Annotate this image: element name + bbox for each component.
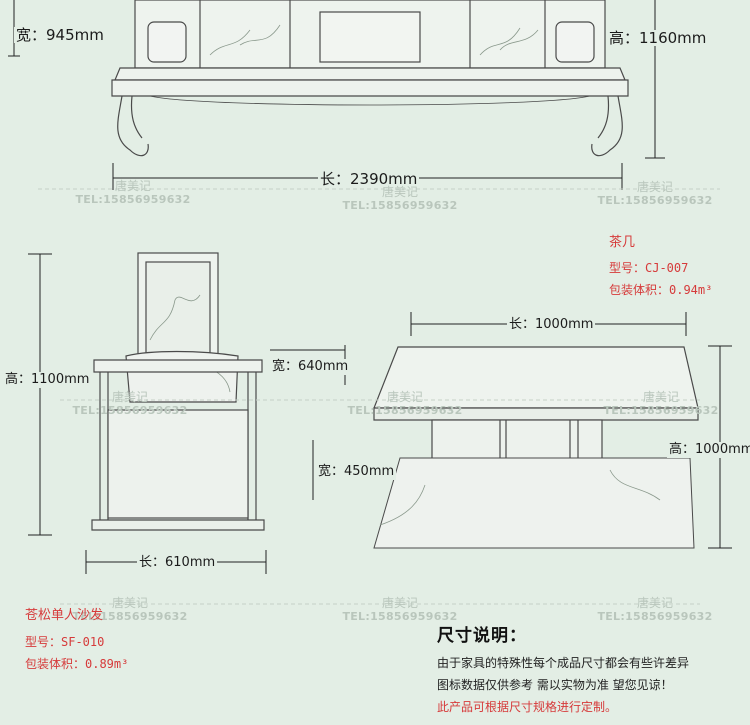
notes-title: 尺寸说明： — [437, 626, 527, 646]
watermark: 唐美记 TEL:15856959632 — [75, 179, 191, 207]
chair-height-label: 高：1100mm — [3, 372, 92, 388]
notes-line-2: 图标数据仅供参考 需以实物为准 望您见谅！ — [437, 678, 673, 692]
chair-name: 苍松单人沙发 — [25, 608, 104, 623]
tea-table-sketch — [373, 346, 699, 549]
table-model: 型号：CJ-007 — [609, 261, 689, 275]
watermark: 唐美记 TEL:15856959632 — [342, 596, 458, 624]
table-width-label: 宽：450mm — [316, 464, 397, 480]
watermark: 唐美记 TEL:15856959632 — [597, 180, 713, 208]
notes-line-3: 此产品可根据尺寸规格进行定制。 — [437, 700, 618, 714]
watermark: 唐美记 TEL:15856959632 — [72, 390, 188, 418]
watermark: 唐美记 TEL:15856959632 — [342, 185, 458, 213]
watermark: 唐美记 TEL:15856959632 — [72, 596, 188, 624]
watermark: 唐美记 TEL:15856959632 — [597, 596, 713, 624]
table-volume: 包装体积：0.94m³ — [609, 283, 713, 297]
watermark-dashes — [38, 188, 720, 605]
watermark: 唐美记 TEL:15856959632 — [347, 390, 463, 418]
sofa-length-label: 长：2390mm — [318, 170, 420, 188]
watermark: 唐美记 TEL:15856959632 — [603, 390, 719, 418]
sofa-height-label: 高：1160mm — [607, 29, 709, 47]
sofa-sketch — [111, 0, 629, 157]
chair-width-label: 宽：640mm — [270, 359, 351, 375]
table-height-label: 高：1000mm — [667, 442, 750, 458]
notes-line-1: 由于家具的特殊性每个成品尺寸都会有些许差异 — [437, 656, 690, 670]
table-name: 茶几 — [609, 235, 636, 250]
chair-volume: 包装体积：0.89m³ — [25, 657, 129, 671]
chair-length-label: 长：610mm — [137, 555, 218, 571]
chair-sketch — [91, 252, 265, 531]
table-length-label: 长：1000mm — [507, 317, 596, 333]
chair-model: 型号：SF-010 — [25, 635, 105, 649]
sofa-width-label: 宽：945mm — [14, 26, 106, 44]
